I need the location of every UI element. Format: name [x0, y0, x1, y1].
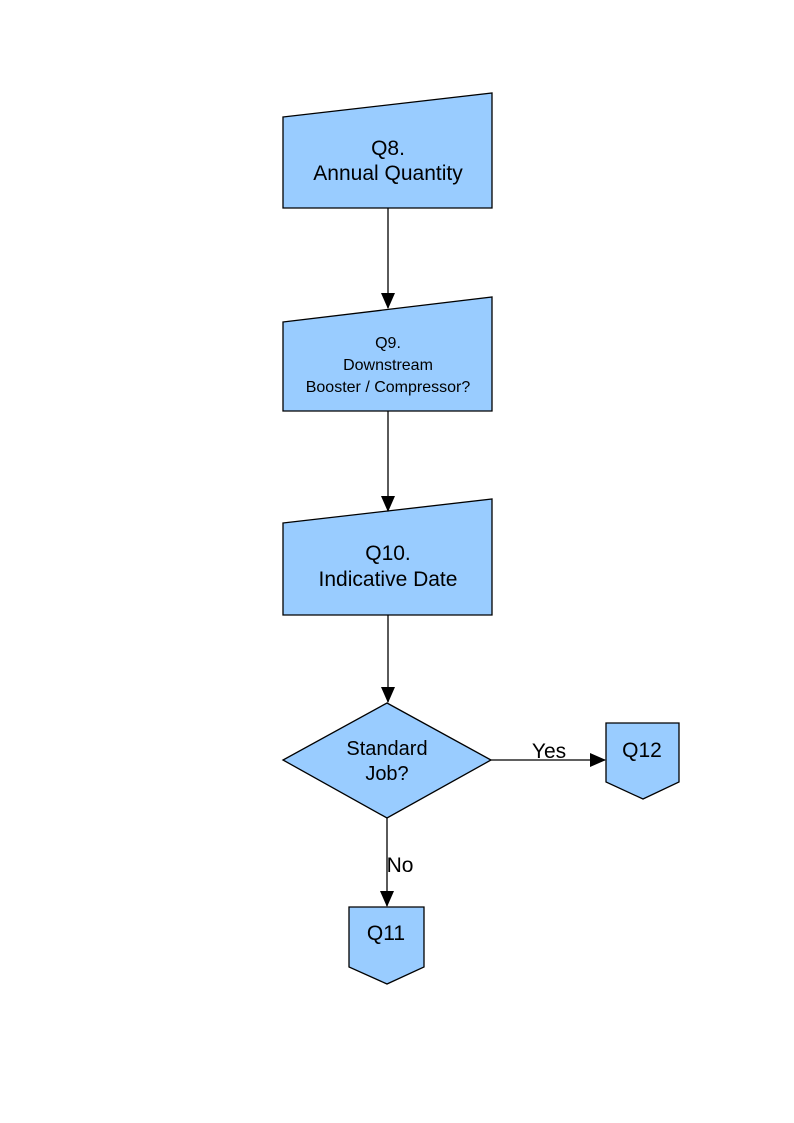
node-q10: Q10. Indicative Date: [282, 498, 493, 616]
edge-label-no: No: [387, 854, 414, 877]
node-q8: Q8. Annual Quantity: [282, 92, 493, 209]
decision-label-line1: Standard: [346, 738, 427, 760]
node-q11-label: Q11: [367, 922, 405, 945]
node-decision-standard-job: Standard Job?: [281, 702, 493, 819]
decision-diamond-shape: [281, 702, 493, 819]
node-q10-label-line2: Indicative Date: [319, 568, 458, 591]
node-q9-label-line3: Booster / Compressor?: [306, 379, 471, 396]
node-q11: Q11: [348, 906, 425, 985]
node-q12-label: Q12: [622, 739, 662, 762]
node-q12: Q12: [605, 722, 680, 800]
node-q8-label-line1: Q8.: [371, 137, 405, 160]
edge-labels: Yes No: [387, 740, 567, 877]
node-q9: Q9. Downstream Booster / Compressor?: [282, 296, 493, 412]
node-q10-label-line1: Q10.: [365, 542, 411, 565]
decision-label-line2: Job?: [365, 763, 408, 785]
node-q8-label-line2: Annual Quantity: [313, 162, 463, 185]
node-q9-label-line1: Q9.: [375, 335, 401, 352]
node-q11-shape: [348, 906, 425, 985]
node-q12-shape: [605, 722, 680, 800]
node-q9-label-line2: Downstream: [343, 357, 433, 374]
node-q10-shape: [282, 498, 493, 616]
node-q8-shape: [282, 92, 493, 209]
node-q9-shape: [282, 296, 493, 412]
connectors: [380, 208, 606, 907]
edge-label-yes: Yes: [532, 740, 566, 763]
